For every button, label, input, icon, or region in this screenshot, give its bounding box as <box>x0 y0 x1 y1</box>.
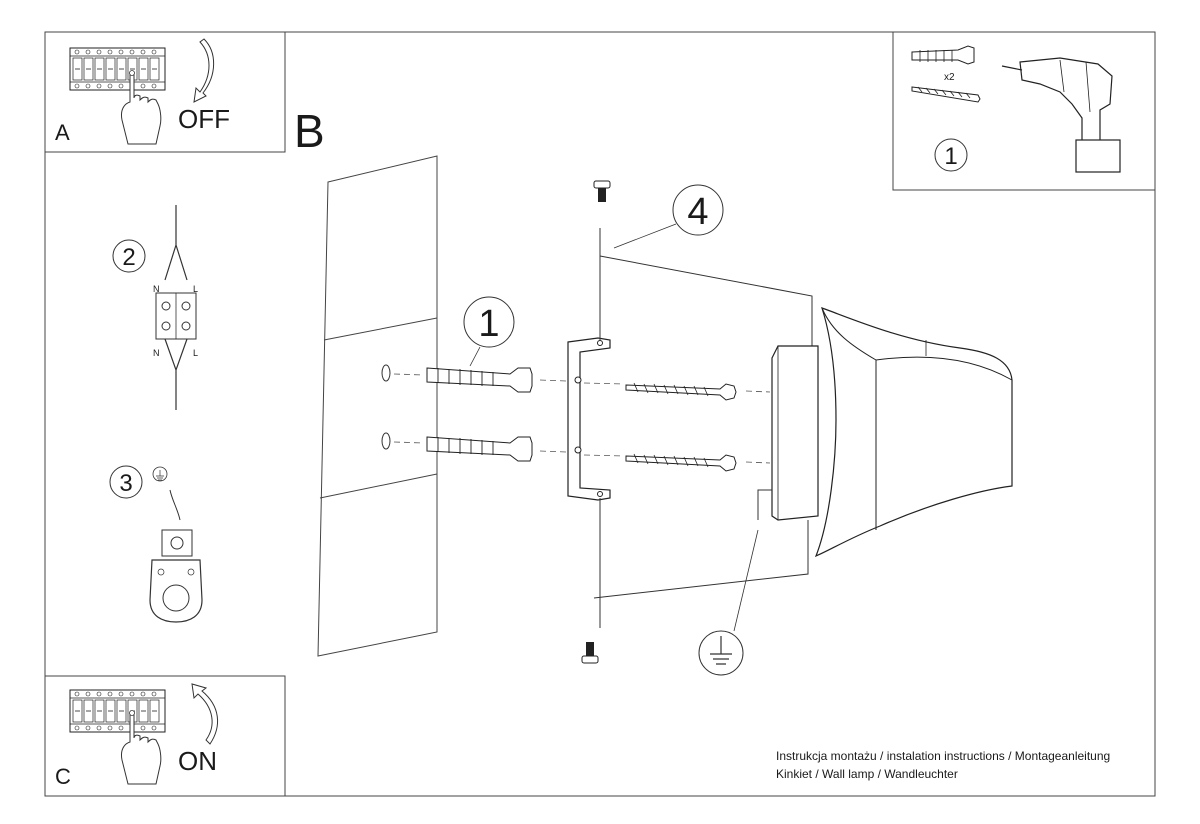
panel-a-action: OFF <box>178 104 230 134</box>
mounting-bracket-icon <box>567 337 611 501</box>
ground-symbol-icon <box>698 529 759 676</box>
ground-terminal-icon: 3 <box>109 465 203 623</box>
live-label-bottom: L <box>193 348 198 358</box>
screw-icon <box>581 642 599 664</box>
switch-on-arrow-icon <box>191 683 219 745</box>
screw-icon <box>593 180 611 202</box>
footer-line-1: Instrukcja montażu / instalation instruc… <box>776 749 1110 763</box>
drill-icon <box>1001 57 1121 173</box>
step-4-callout: 4 <box>687 191 708 233</box>
terminal-block-icon: 2 N L N L <box>112 205 198 410</box>
footer-line-2: Kinkiet / Wall lamp / Wandleuchter <box>776 767 958 781</box>
panel-c-letter: C <box>55 764 71 789</box>
screw-icon <box>625 382 737 401</box>
wall-hole-bottom <box>381 432 391 450</box>
breaker-panel-icon <box>69 689 166 733</box>
step-2-number: 2 <box>122 244 135 271</box>
neutral-label-bottom: N <box>153 348 160 358</box>
panel-c: C ON <box>44 675 286 797</box>
wall-plug-icon <box>426 367 533 393</box>
screw-icon <box>625 453 737 472</box>
step-3-number: 3 <box>119 470 132 497</box>
lamp-body <box>593 228 819 628</box>
screw-icon <box>911 86 981 103</box>
panel-a-letter: A <box>55 120 70 145</box>
wall-hole-top <box>381 364 391 382</box>
step-1-drill-number: 1 <box>944 143 957 170</box>
breaker-panel-icon <box>69 47 166 91</box>
page-frame <box>44 31 1156 797</box>
wall-plate <box>317 155 438 657</box>
live-label-top: L <box>193 284 198 294</box>
neutral-label-top: N <box>153 284 160 294</box>
wall-plug-icon <box>911 45 975 65</box>
drill-panel: x2 1 <box>892 31 1156 191</box>
switch-off-arrow-icon <box>193 38 215 103</box>
panel-a: A OFF <box>44 31 286 153</box>
quantity-label: x2 <box>944 72 955 83</box>
lamp-shade-icon <box>814 307 1013 558</box>
step-1-callout: 1 <box>478 303 499 345</box>
panel-c-action: ON <box>178 746 217 776</box>
panel-b-letter: B <box>294 105 325 157</box>
wall-plug-icon <box>426 436 533 462</box>
